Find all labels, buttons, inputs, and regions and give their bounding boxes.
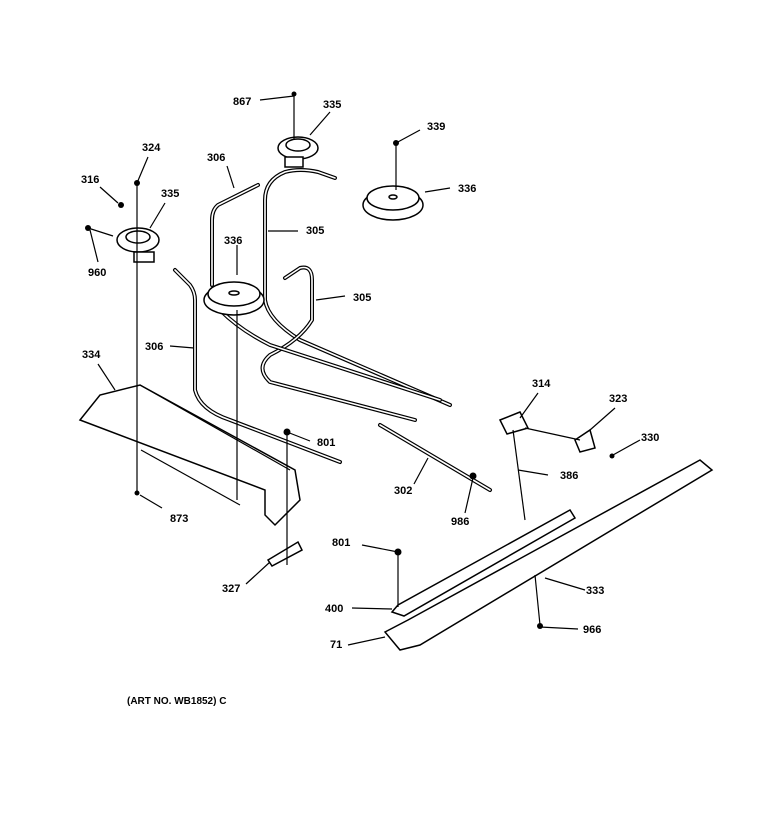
part-label: 324 <box>142 142 161 154</box>
part-label: 960 <box>88 267 106 279</box>
part-label: 966 <box>583 624 601 636</box>
part-labels: 867 335 339 324 306 316 335 336 336 305 … <box>81 96 659 651</box>
burner-right-large <box>362 185 424 221</box>
part-label: 302 <box>394 485 412 497</box>
part-label: 386 <box>560 470 578 482</box>
part-label: 801 <box>332 537 350 549</box>
part-label: 801 <box>317 437 335 449</box>
part-label: 323 <box>609 393 627 405</box>
manifold-panel <box>383 411 714 651</box>
art-number: (ART NO. WB1852) C <box>127 696 227 707</box>
part-label: 306 <box>145 341 163 353</box>
part-label: 316 <box>81 174 99 186</box>
part-label: 986 <box>451 516 469 528</box>
part-label: 336 <box>458 183 476 195</box>
part-label: 333 <box>586 585 604 597</box>
part-label: 305 <box>306 225 324 237</box>
part-label: 314 <box>532 378 551 390</box>
leader-lines <box>85 91 641 646</box>
part-label: 335 <box>323 99 341 111</box>
part-label: 327 <box>222 583 240 595</box>
gas-tubes <box>173 168 492 492</box>
part-label: 867 <box>233 96 251 108</box>
part-label: 335 <box>161 188 179 200</box>
part-label: 334 <box>82 349 101 361</box>
part-label: 400 <box>325 603 343 615</box>
burner-bracket <box>78 384 303 567</box>
part-label: 306 <box>207 152 225 164</box>
part-label: 305 <box>353 292 371 304</box>
burner-top-small <box>277 136 319 168</box>
part-label: 339 <box>427 121 445 133</box>
part-label: 873 <box>170 513 188 525</box>
part-label: 330 <box>641 432 659 444</box>
burner-center-large <box>203 281 265 316</box>
part-label: 71 <box>330 639 342 651</box>
part-label: 336 <box>224 235 242 247</box>
burner-left-small <box>116 227 160 263</box>
